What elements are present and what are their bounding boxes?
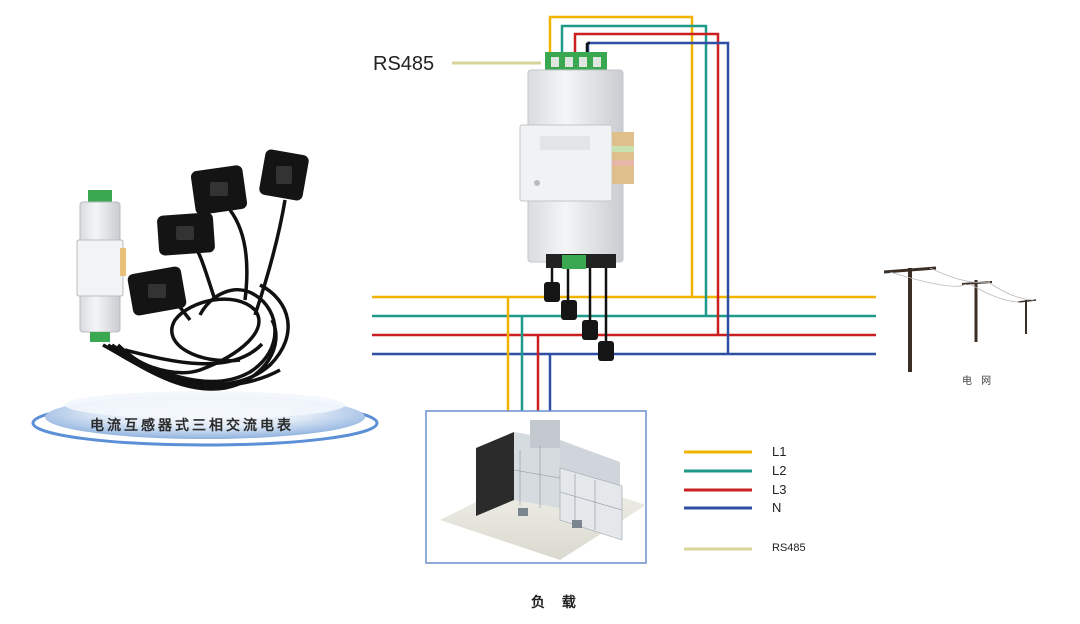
legend-label-rs485: RS485 [772,542,806,554]
legend-label-l3: L3 [772,482,787,497]
power-bus [372,295,876,356]
load-box [425,410,647,564]
legend-label-l1: L1 [772,444,787,459]
rs485-label: RS485 [373,53,435,75]
main-energy-meter [519,52,634,269]
product-display [31,149,379,447]
ct-clamps [544,282,614,361]
grid-label: 电 网 [962,376,995,387]
load-leads [506,297,552,414]
energy-meter-icon [76,190,126,342]
industrial-machine-icon [476,420,623,541]
legend [684,450,752,551]
utility-pole-icon [883,266,1037,372]
legend-label-n: N [772,500,782,515]
load-label: 负 载 [531,595,582,611]
legend-label-l2: L2 [772,463,787,478]
product-caption: 电流互感器式三相交流电表 [90,418,294,434]
